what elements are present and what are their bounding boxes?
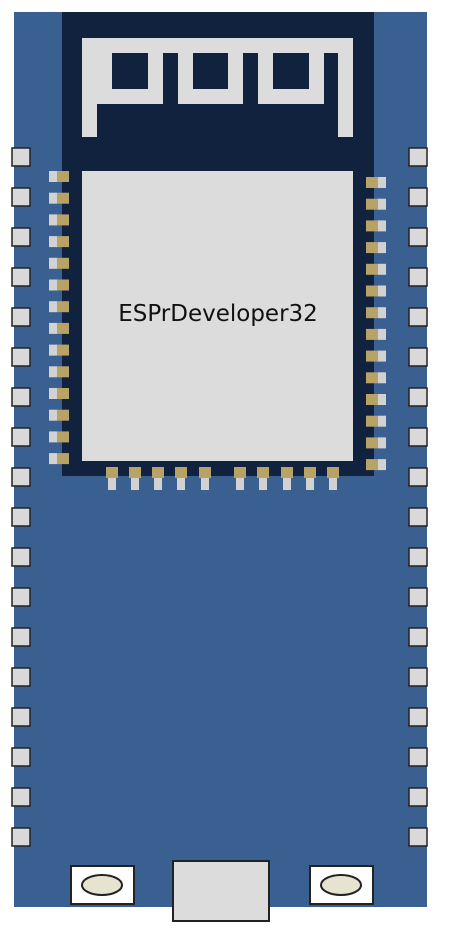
header-pin [11, 627, 31, 647]
module-pad [152, 467, 164, 490]
header-pin [408, 347, 428, 367]
right-header-pins [408, 147, 428, 847]
header-pin [11, 387, 31, 407]
module-pad [199, 467, 211, 490]
module-pad [106, 467, 118, 490]
header-pin [11, 667, 31, 687]
header-pin [408, 627, 428, 647]
module-pad [49, 279, 69, 291]
module-bottom-pads [106, 467, 339, 490]
header-pin [408, 587, 428, 607]
header-pin [11, 547, 31, 567]
module-pad [49, 236, 69, 248]
header-pin [11, 187, 31, 207]
module-pad [304, 467, 316, 490]
reset-button[interactable] [309, 865, 374, 905]
header-pin [11, 227, 31, 247]
module-pad [366, 350, 386, 362]
header-pin [408, 827, 428, 847]
module-pad [366, 220, 386, 232]
header-pin [11, 467, 31, 487]
boot-button[interactable] [70, 865, 135, 905]
usb-connector [172, 860, 270, 922]
header-pin [11, 507, 31, 527]
module-pad [49, 344, 69, 356]
header-pin [11, 307, 31, 327]
module-pad [366, 437, 386, 449]
header-pin [408, 747, 428, 767]
left-header-pins [11, 147, 31, 847]
module-pad [257, 467, 269, 490]
header-pin [408, 787, 428, 807]
header-pin [408, 387, 428, 407]
header-pin [408, 547, 428, 567]
module-pad [129, 467, 141, 490]
module-pad [234, 467, 246, 490]
header-pin [408, 307, 428, 327]
header-pin [11, 707, 31, 727]
module-pad [366, 328, 386, 340]
header-pin [408, 467, 428, 487]
module-pad [49, 171, 69, 182]
header-pin [11, 267, 31, 287]
module-pad [366, 263, 386, 275]
module-pad [49, 388, 69, 399]
header-pin [11, 747, 31, 767]
module-pad [49, 214, 69, 226]
module-pad [366, 307, 386, 319]
module-pad [366, 459, 386, 471]
module-pad [366, 177, 386, 188]
push-button-icon [320, 874, 362, 896]
header-pin [408, 147, 428, 167]
antenna-gap [112, 53, 309, 89]
push-button-icon [81, 874, 123, 896]
module-pad [366, 285, 386, 297]
module-pad [366, 198, 386, 210]
header-pin [408, 707, 428, 727]
module-pad [366, 394, 386, 405]
header-pin [408, 267, 428, 287]
header-pin [408, 227, 428, 247]
header-pin [408, 187, 428, 207]
header-pin [11, 827, 31, 847]
header-pin [11, 347, 31, 367]
module-pad [49, 409, 69, 421]
module-pad [49, 192, 69, 204]
module-pad [49, 257, 69, 269]
module-right-pads [366, 177, 386, 471]
module-pad [281, 467, 293, 490]
module-pad [327, 467, 339, 490]
module-pad [49, 453, 69, 465]
module-label: ESPrDeveloper32 [118, 301, 318, 327]
usb-connector-icon [172, 860, 270, 922]
module-pad [49, 431, 69, 443]
module-pad [49, 322, 69, 334]
module-pad [49, 366, 69, 378]
module-shield-can [82, 171, 353, 461]
module-pad [175, 467, 187, 490]
header-pin [408, 667, 428, 687]
header-pin [11, 427, 31, 447]
header-pin [11, 787, 31, 807]
header-pin [408, 507, 428, 527]
header-pin [11, 147, 31, 167]
module-pad [366, 242, 386, 254]
header-pin [11, 587, 31, 607]
module-pad [49, 301, 69, 313]
module-pad [366, 415, 386, 427]
module-left-pads [49, 171, 69, 465]
header-pin [408, 427, 428, 447]
module-pad [366, 372, 386, 384]
